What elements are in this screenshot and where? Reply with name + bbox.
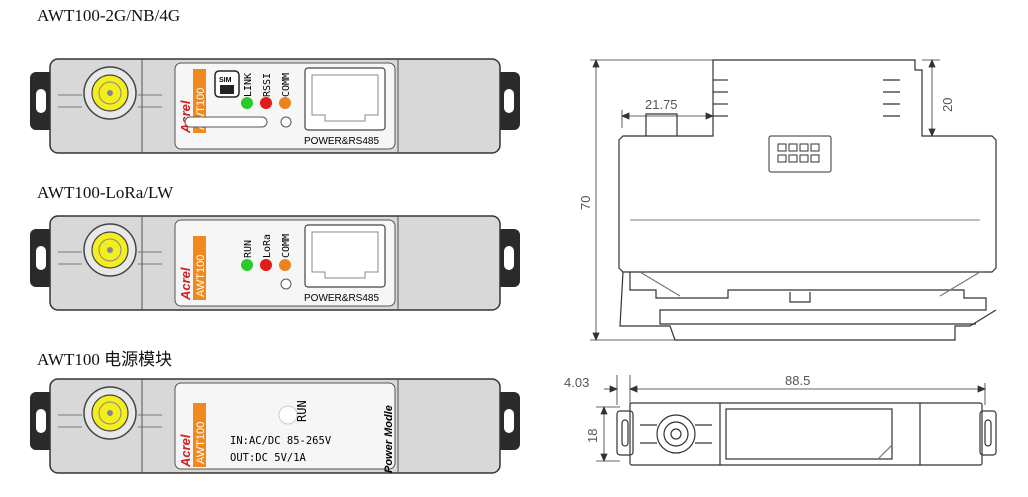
antenna-connector [656, 414, 696, 454]
led-orange-icon [279, 259, 291, 271]
led-red-icon [260, 97, 272, 109]
device-4g-front-view: Acrel AWT100 SIM LINK RSSI COMM POWER&RS… [30, 58, 520, 154]
run-label: RUN [295, 400, 309, 422]
input-spec: IN:AC/DC 85-265V [230, 435, 332, 447]
led-label-3: COMM [281, 73, 292, 97]
mount-tab-right [979, 410, 997, 456]
device-lora-front-view: Acrel AWT100 RUN LoRa COMM POWER&RS485 [30, 215, 520, 311]
module-name: Power Modle [383, 405, 395, 473]
dim-height: 70 [578, 196, 593, 210]
led-orange-icon [279, 97, 291, 109]
dim-width: 18 [585, 429, 600, 443]
led-label-1: LINK [243, 73, 254, 97]
led-red-icon [260, 259, 272, 271]
led-label-2: LoRa [262, 234, 273, 258]
din-rail-clip [629, 272, 987, 325]
reset-button-hole [280, 116, 292, 128]
housing-outline [618, 59, 997, 273]
led-green-icon [241, 97, 253, 109]
header-connector [768, 135, 832, 173]
housing-top-outline [629, 402, 983, 466]
brand-logo: Acrel [178, 267, 193, 301]
connector-stub [645, 113, 678, 136]
dim-notch-depth: 20 [940, 98, 955, 112]
led-label-3: COMM [281, 234, 292, 258]
device-title-power: AWT100 电源模块 [37, 350, 173, 369]
led-label-1: RUN [243, 240, 254, 258]
device-title-lora: AWT100-LoRa/LW [37, 183, 174, 202]
dim-side-offset: 4.03 [564, 375, 589, 390]
port-label: POWER&RS485 [304, 136, 379, 147]
side-view-drawing: 21.75 20 70 [578, 58, 997, 342]
output-spec: OUT:DC 5V/1A [230, 452, 307, 464]
sim-tray-slot [184, 116, 268, 128]
reset-button-hole [280, 278, 292, 290]
device-title-4g: AWT100-2G/NB/4G [37, 6, 181, 25]
model-badge: AWT100 [195, 422, 207, 464]
label-panel [174, 382, 396, 470]
dim-length: 88.5 [785, 373, 810, 388]
top-view-drawing: 4.03 88.5 18 [564, 373, 997, 466]
sim-label: SIM [219, 77, 232, 84]
port-label: POWER&RS485 [304, 293, 379, 304]
led-green-icon [241, 259, 253, 271]
run-led-icon [278, 405, 298, 425]
model-badge: AWT100 [195, 255, 207, 297]
device-power-front-view: Acrel AWT100 RUN IN:AC/DC 85-265V OUT:DC… [30, 378, 520, 474]
dim-top-offset: 21.75 [645, 97, 678, 112]
mount-tab-left [616, 410, 634, 456]
led-label-2: RSSI [262, 73, 273, 97]
label-area [725, 408, 893, 460]
brand-logo: Acrel [178, 434, 193, 468]
